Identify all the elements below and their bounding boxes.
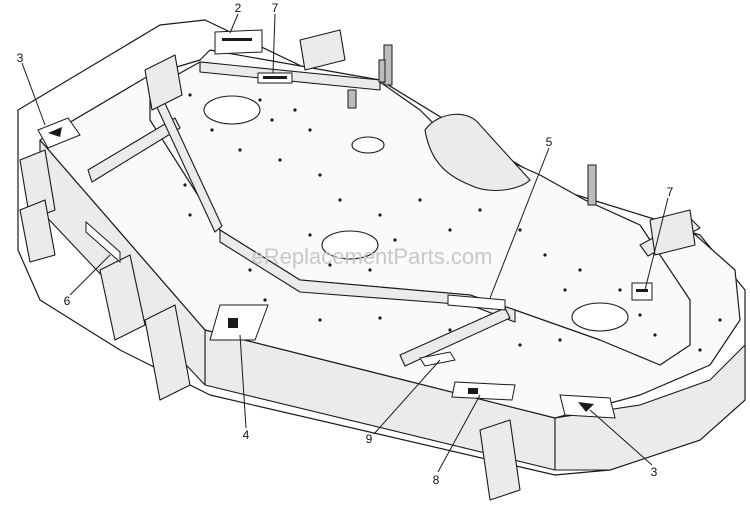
callout-4: 4 <box>243 428 250 442</box>
callout-3-right: 3 <box>651 465 658 479</box>
watermark: eReplacementParts.com <box>252 244 493 269</box>
callout-2: 2 <box>235 1 242 15</box>
bolt-holes <box>183 93 722 352</box>
leader-lines <box>21 13 669 473</box>
decals <box>37 29 653 419</box>
decal-5 <box>447 294 506 311</box>
center-platform <box>149 61 691 366</box>
decal-6 <box>85 220 121 264</box>
callout-labels: 2 7 3 5 7 6 4 9 8 3 <box>17 1 674 487</box>
callout-5: 5 <box>546 135 553 149</box>
callout-6: 6 <box>64 294 71 308</box>
decal-4 <box>209 304 269 341</box>
callout-7-top: 7 <box>272 1 279 15</box>
decal-8 <box>451 381 516 401</box>
callout-7-right: 7 <box>667 185 674 199</box>
mount-posts <box>347 44 597 206</box>
decal-2 <box>214 29 263 55</box>
callout-8: 8 <box>433 473 440 487</box>
callout-3-left: 3 <box>17 51 24 65</box>
right-spindle-hole <box>571 302 629 332</box>
deck-brackets <box>19 29 696 501</box>
spindle-openings <box>203 95 629 332</box>
callout-9: 9 <box>366 432 373 446</box>
center-spindle-hole <box>321 230 379 260</box>
decal-9 <box>419 351 456 367</box>
left-spindle-hole <box>203 95 261 125</box>
